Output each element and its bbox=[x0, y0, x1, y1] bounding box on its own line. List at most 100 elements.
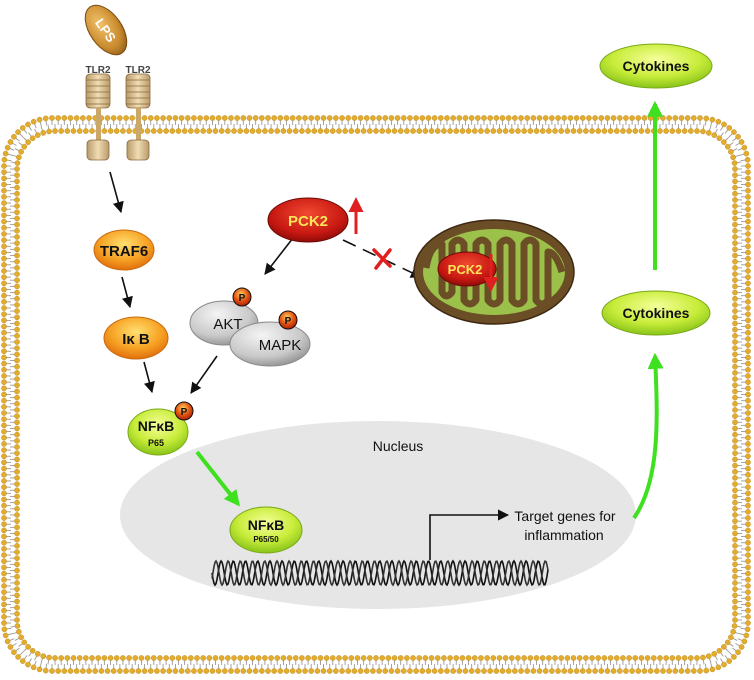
lipid-head bbox=[1, 416, 7, 423]
lipid-head bbox=[336, 655, 342, 661]
lipid-head bbox=[730, 154, 736, 161]
lipid-head bbox=[215, 115, 222, 121]
lipid-head bbox=[468, 115, 475, 121]
lipid-head bbox=[150, 655, 157, 661]
lipid-head bbox=[40, 653, 47, 659]
lipid-head bbox=[1, 385, 7, 392]
lipid-head bbox=[367, 655, 373, 661]
lipid-head bbox=[732, 413, 738, 419]
lipid-head bbox=[14, 512, 20, 518]
lipid-head bbox=[441, 128, 447, 134]
lipid-head bbox=[678, 668, 685, 674]
lipid-head bbox=[675, 128, 682, 134]
lipid-head bbox=[564, 655, 571, 661]
lipid-head bbox=[370, 668, 376, 674]
lipid-head bbox=[735, 649, 741, 656]
lipid-head bbox=[302, 668, 308, 674]
lipid-head bbox=[732, 240, 738, 246]
lipid-head bbox=[601, 128, 608, 134]
lipid-head bbox=[487, 115, 493, 121]
lipid-head bbox=[14, 481, 20, 487]
lipid-head bbox=[296, 668, 302, 674]
lipid-head bbox=[1, 539, 7, 546]
lipid-head bbox=[326, 115, 333, 121]
lipid-head bbox=[527, 655, 534, 661]
lipid-head bbox=[732, 302, 738, 308]
lipid-head bbox=[11, 649, 17, 656]
lipid-head bbox=[166, 115, 173, 121]
arrow-transcription bbox=[429, 509, 510, 560]
lipid-head bbox=[268, 128, 274, 134]
lipid-head bbox=[681, 128, 688, 134]
lipid-head bbox=[595, 128, 602, 134]
lipid-head bbox=[231, 655, 237, 661]
lipid-head bbox=[456, 668, 463, 674]
lipid-head bbox=[15, 129, 21, 135]
lipid-head bbox=[172, 115, 179, 121]
phospho-badge-mapk: P bbox=[278, 310, 298, 330]
lipid-head bbox=[650, 655, 657, 661]
lipid-head bbox=[252, 668, 259, 674]
lipid-head bbox=[731, 623, 738, 629]
lipid-head bbox=[647, 115, 654, 121]
lipid-head bbox=[684, 115, 691, 121]
lipid-head bbox=[14, 265, 20, 271]
lipid-head bbox=[262, 128, 268, 134]
lipid-head bbox=[14, 190, 20, 197]
lipid-head bbox=[14, 444, 20, 450]
lipid-head bbox=[509, 655, 515, 661]
lipid-head bbox=[732, 203, 738, 209]
lipid-head bbox=[339, 115, 345, 121]
lipid-head bbox=[4, 638, 11, 645]
lipid-head bbox=[14, 333, 20, 339]
lipid-head bbox=[329, 128, 336, 134]
lipid-head bbox=[1, 366, 7, 373]
lipid-head bbox=[732, 431, 738, 438]
lipid-head bbox=[745, 342, 751, 348]
lipid-head bbox=[1, 163, 7, 169]
lipid-head bbox=[745, 292, 751, 299]
lipid-head bbox=[721, 139, 727, 145]
lipid-head bbox=[732, 549, 738, 555]
lipid-head bbox=[512, 668, 518, 674]
lipid-head bbox=[323, 655, 330, 661]
lipid-head bbox=[14, 197, 20, 203]
lipid-head bbox=[286, 655, 293, 661]
lipid-head bbox=[732, 456, 738, 463]
lipid-head bbox=[604, 115, 611, 121]
lipid-head bbox=[530, 115, 537, 121]
lipid-head bbox=[666, 115, 672, 121]
lipid-head bbox=[197, 668, 203, 674]
lipid-head bbox=[135, 668, 142, 674]
lipid-head bbox=[487, 668, 493, 674]
lipid-head bbox=[1, 391, 7, 398]
lipid-head bbox=[422, 655, 429, 661]
lipid-head bbox=[1, 453, 7, 460]
lipid-head bbox=[363, 115, 370, 121]
lipid-head bbox=[732, 376, 738, 382]
lipid-head bbox=[163, 128, 169, 134]
lipid-head bbox=[654, 668, 660, 674]
lipid-head bbox=[225, 655, 231, 661]
lipid-head bbox=[691, 115, 697, 121]
lipid-head bbox=[14, 246, 20, 253]
lipid-head bbox=[478, 655, 484, 661]
lipid-head bbox=[437, 115, 444, 121]
lipid-head bbox=[745, 404, 751, 410]
lipid-head bbox=[1, 194, 7, 200]
lipid-head bbox=[16, 628, 22, 635]
lipid-head bbox=[745, 354, 751, 361]
lipid-head bbox=[14, 302, 20, 308]
lipid-head bbox=[14, 363, 20, 370]
lipid-head bbox=[55, 115, 61, 121]
lipid-head bbox=[1, 607, 7, 614]
lipid-head bbox=[104, 115, 111, 121]
lipid-head bbox=[107, 128, 114, 134]
lipid-head bbox=[745, 490, 751, 497]
lipid-head bbox=[694, 128, 700, 134]
lipid-head bbox=[113, 128, 120, 134]
lipid-head bbox=[453, 128, 460, 134]
tlr2-left-label: TLR2 bbox=[86, 65, 111, 76]
lipid-head bbox=[83, 655, 89, 661]
lipid-head bbox=[732, 444, 738, 450]
